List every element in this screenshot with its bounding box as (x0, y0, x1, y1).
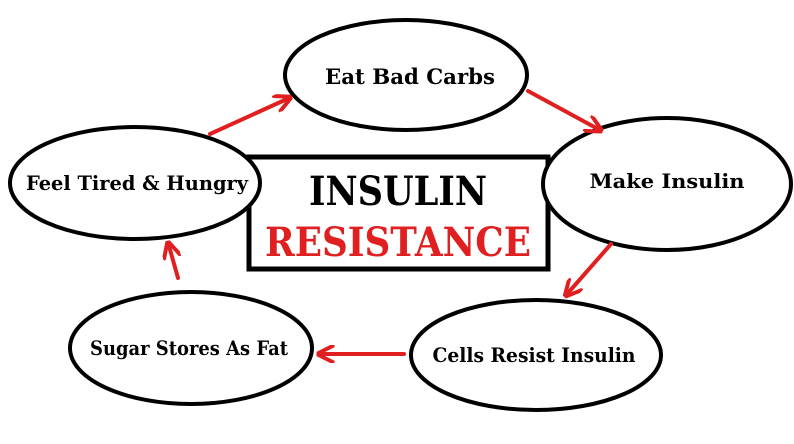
node-feel-tired-hungry: Feel Tired & Hungry (8, 125, 262, 241)
arrow-feel-to-eat (208, 99, 287, 136)
arrow-make-to-cells (568, 242, 613, 293)
center-box-border (246, 154, 551, 272)
node-eat-bad-carbs-label: Eat Bad Carbs (325, 64, 495, 89)
arrows (169, 89, 613, 354)
center-title-line2: RESISTANCE (265, 219, 531, 266)
center-box: INSULIN RESISTANCE (246, 154, 551, 272)
node-cells-resist-insulin-ellipse (409, 298, 663, 412)
node-feel-tired-hungry-label: Feel Tired & Hungry (26, 171, 249, 195)
arrow-sugar-to-feel (169, 246, 178, 280)
node-sugar-stores-as-fat: Sugar Stores As Fat (68, 290, 314, 406)
node-sugar-stores-as-fat-ellipse (68, 290, 314, 406)
node-cells-resist-insulin: Cells Resist Insulin (409, 298, 663, 412)
node-feel-tired-hungry-ellipse (8, 125, 262, 241)
node-cells-resist-insulin-label: Cells Resist Insulin (433, 343, 636, 367)
node-make-insulin-ellipse (541, 116, 793, 252)
node-eat-bad-carbs-ellipse (283, 18, 529, 132)
arrow-eat-to-make (526, 89, 598, 129)
node-sugar-stores-as-fat-label: Sugar Stores As Fat (90, 336, 289, 360)
center-title-line1: INSULIN (309, 168, 487, 215)
node-eat-bad-carbs: Eat Bad Carbs (283, 18, 529, 132)
node-make-insulin: Make Insulin (541, 116, 793, 252)
node-make-insulin-label: Make Insulin (590, 169, 745, 193)
